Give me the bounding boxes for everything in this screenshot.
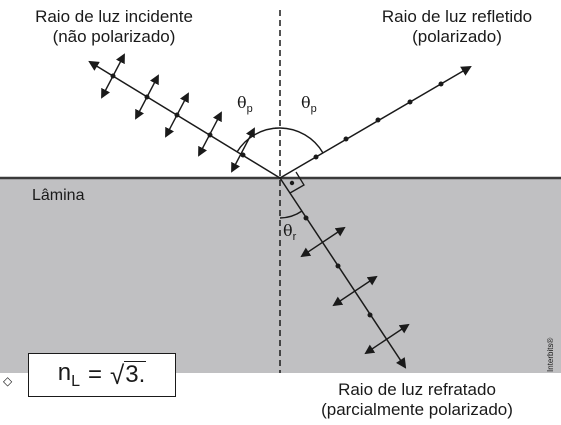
formula-n: nL xyxy=(57,359,80,390)
reflected-dot xyxy=(375,117,381,123)
reflected-ray xyxy=(279,65,472,179)
incident-ray-label: Raio de luz incidente (não polarizado) xyxy=(6,7,222,47)
formula-equals: = xyxy=(87,361,102,388)
right-angle-marker xyxy=(289,171,305,194)
refracted-label-line2: (parcialmente polarizado) xyxy=(321,400,513,419)
theta-p-reflected-label: θp xyxy=(301,93,317,116)
incident-dot xyxy=(144,94,150,100)
pointer-marker-icon: ◇ xyxy=(3,374,13,388)
incident-label-line2: (não polarizado) xyxy=(52,27,176,46)
reflected-dot xyxy=(438,81,444,87)
credit-watermark: Interbits® xyxy=(546,337,555,372)
reflected-dot xyxy=(343,136,349,142)
refracted-dot xyxy=(289,180,295,186)
refracted-polarization-arrow xyxy=(364,323,410,355)
refractive-index-formula: nL = √ 3. xyxy=(28,353,176,397)
refracted-label-line1: Raio de luz refratado xyxy=(338,380,496,399)
sqrt-sign-icon: √ xyxy=(109,360,125,390)
refracted-dots xyxy=(289,180,373,318)
reflected-label-line2: (polarizado) xyxy=(412,27,502,46)
theta-p-reflected-arc xyxy=(279,127,324,154)
incident-dot xyxy=(207,132,213,138)
incident-label-line1: Raio de luz incidente xyxy=(35,7,193,26)
plate-label: Lâmina xyxy=(32,187,85,204)
refracted-polarization-arrows xyxy=(300,226,410,355)
refracted-dot xyxy=(367,312,373,318)
reflected-dot xyxy=(407,99,413,105)
reflected-label-line1: Raio de luz refletido xyxy=(381,7,533,26)
refracted-ray-label: Raio de luz refratado (parcialmente pola… xyxy=(286,380,548,420)
incident-dot xyxy=(110,73,116,79)
incident-dots xyxy=(110,73,246,158)
theta-r-label: θr xyxy=(283,221,297,244)
reflected-ray-label: Raio de luz refletido (polarizado) xyxy=(359,7,555,47)
theta-p-incident-label: θp xyxy=(237,93,253,116)
incident-dot xyxy=(174,112,180,118)
incident-dot xyxy=(240,152,246,158)
incident-polarization-arrow xyxy=(231,127,255,173)
theta-r-arc xyxy=(279,210,303,219)
reflected-dot xyxy=(313,154,319,160)
theta-p-incident-arc xyxy=(236,127,281,153)
refracted-dot xyxy=(303,215,309,221)
refracted-polarization-arrow xyxy=(332,275,378,307)
incident-ray xyxy=(88,60,281,179)
refracted-dot xyxy=(335,263,341,269)
refracted-polarization-arrow xyxy=(300,226,346,258)
formula-radicand: 3. xyxy=(124,361,147,388)
reflected-dots xyxy=(313,81,444,160)
formula-sqrt: √ 3. xyxy=(109,360,147,390)
